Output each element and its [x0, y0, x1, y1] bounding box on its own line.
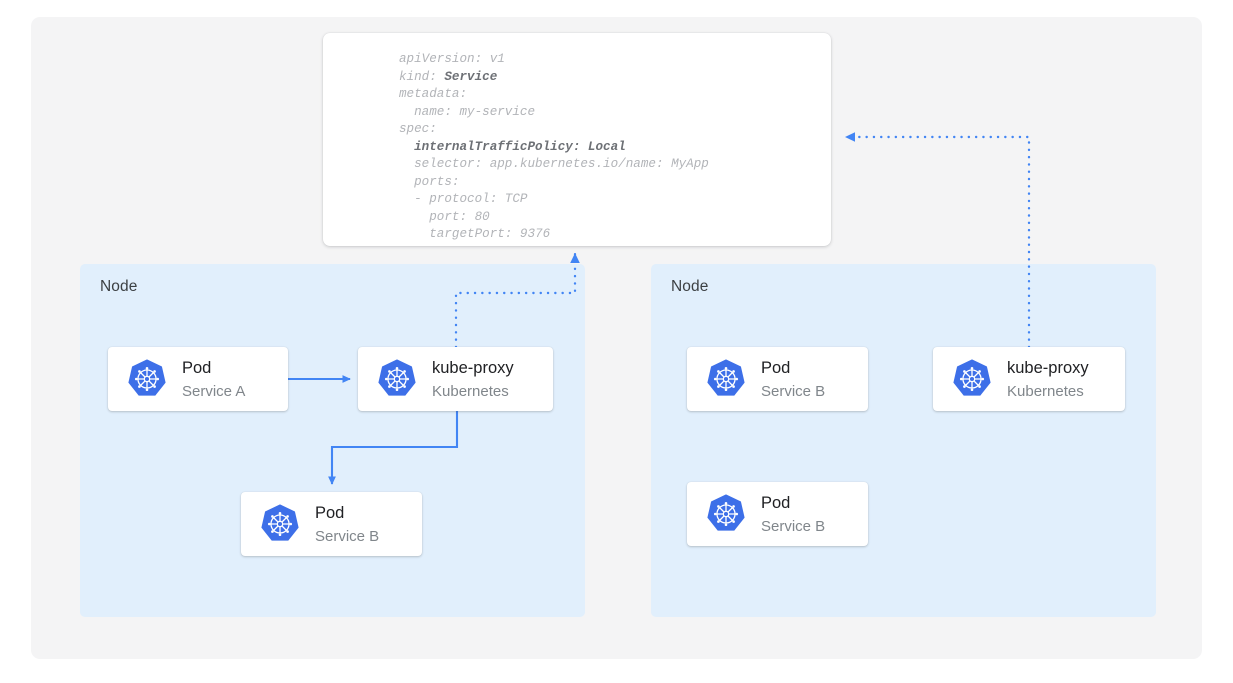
node-group-right: Node: [651, 264, 1156, 617]
card-title: Pod: [315, 503, 345, 522]
kubernetes-icon: [953, 359, 991, 396]
card-title: Pod: [761, 358, 791, 377]
yaml-line-4: name: my-service: [399, 104, 536, 119]
node-group-left: Node: [80, 264, 585, 617]
kubernetes-icon: [707, 494, 745, 531]
kubernetes-icon: [128, 359, 166, 396]
node-label-right: Node: [671, 278, 709, 295]
yaml-line-5: spec:: [399, 122, 437, 137]
yaml-line-10: port: 80: [399, 209, 490, 224]
kubernetes-icon: [261, 504, 299, 541]
yaml-line-9: - protocol: TCP: [399, 192, 528, 207]
card-pod-service-b-right-top[interactable]: Pod Service B: [687, 347, 868, 411]
card-title: kube-proxy: [432, 358, 514, 377]
card-kube-proxy-right[interactable]: kube-proxy Kubernetes: [933, 347, 1125, 411]
card-subtitle: Service B: [761, 382, 826, 400]
yaml-line-7: selector: app.kubernetes.io/name: MyApp: [399, 157, 709, 172]
card-pod-service-b-right-bottom[interactable]: Pod Service B: [687, 482, 868, 546]
service-manifest-panel: apiVersion: v1 kind: Service metadata: n…: [323, 33, 831, 246]
kubernetes-icon: [707, 359, 745, 396]
card-kube-proxy-left[interactable]: kube-proxy Kubernetes: [358, 347, 553, 411]
node-label-left: Node: [100, 278, 138, 295]
card-subtitle: Service B: [315, 527, 380, 545]
card-text: kube-proxy Kubernetes: [432, 360, 514, 399]
card-pod-service-a[interactable]: Pod Service A: [108, 347, 288, 411]
card-subtitle: Service A: [182, 382, 246, 400]
card-subtitle: Kubernetes: [432, 382, 509, 400]
card-subtitle: Service B: [761, 517, 826, 535]
kubernetes-icon: [378, 359, 416, 396]
service-manifest-code: apiVersion: v1 kind: Service metadata: n…: [399, 51, 709, 244]
yaml-line-6-internal-traffic-policy: internalTrafficPolicy: Local: [399, 139, 626, 154]
card-text: kube-proxy Kubernetes: [1007, 360, 1089, 399]
yaml-line-8: ports:: [399, 174, 460, 189]
yaml-line-11: targetPort: 9376: [399, 227, 551, 242]
card-title: kube-proxy: [1007, 358, 1089, 377]
card-text: Pod Service B: [315, 505, 379, 544]
card-text: Pod Service B: [761, 360, 825, 399]
card-title: Pod: [182, 358, 212, 377]
card-pod-service-b-left[interactable]: Pod Service B: [241, 492, 422, 556]
yaml-line-1: apiVersion: v1: [399, 52, 505, 66]
yaml-line-3: metadata:: [399, 87, 468, 102]
yaml-line-2: kind: Service: [399, 69, 498, 84]
card-text: Pod Service B: [761, 495, 825, 534]
card-subtitle: Kubernetes: [1007, 382, 1084, 400]
card-text: Pod Service A: [182, 360, 245, 399]
yaml-kind-value: Service: [444, 69, 498, 84]
card-title: Pod: [761, 493, 791, 512]
